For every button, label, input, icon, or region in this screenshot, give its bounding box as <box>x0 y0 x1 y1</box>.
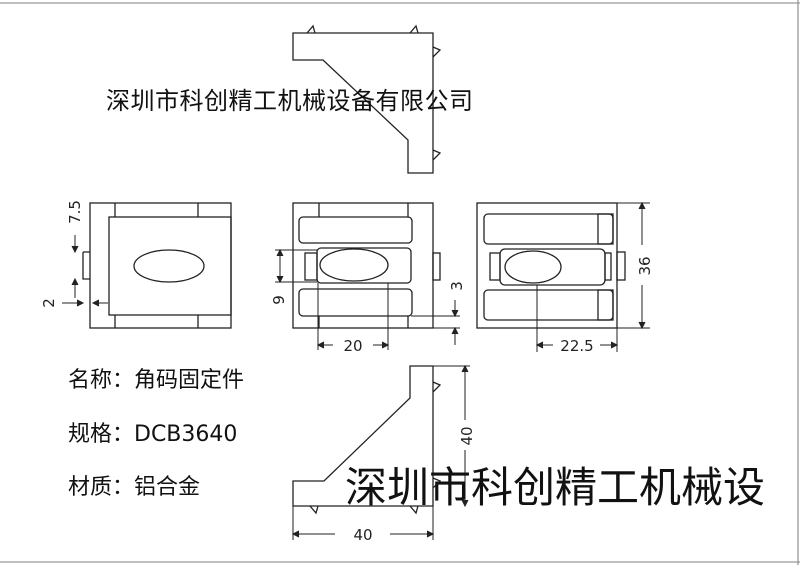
right-side-view: 36 22.5 <box>476 201 654 355</box>
top-bracket-view <box>292 24 442 174</box>
dim-9: 9 <box>270 295 288 305</box>
company-watermark: 深圳市科创精工机械设 <box>345 463 766 512</box>
dim-7.5: 7.5 <box>66 200 84 224</box>
part-model: 规格：DCB3640 <box>68 422 238 447</box>
company-title: 深圳市科创精工机械设备有限公司 <box>106 87 474 115</box>
dim-40-horizontal: 40 <box>353 526 372 544</box>
dim-36: 36 <box>636 256 654 275</box>
part-name: 名称：角码固定件 <box>68 368 245 393</box>
middle-front-view: 9 3 20 <box>270 202 466 355</box>
bottom-bracket-view: 40 40 <box>291 364 476 544</box>
part-material: 材质：铝合金 <box>68 475 201 500</box>
dim-20: 20 <box>343 337 362 355</box>
dim-3: 3 <box>448 281 466 291</box>
slot-hole <box>133 249 205 283</box>
left-side-view: 7.5 2 <box>40 200 232 329</box>
dim-22.5: 22.5 <box>560 337 593 355</box>
dim-2: 2 <box>40 298 58 308</box>
dim-40-vertical: 40 <box>458 426 476 445</box>
